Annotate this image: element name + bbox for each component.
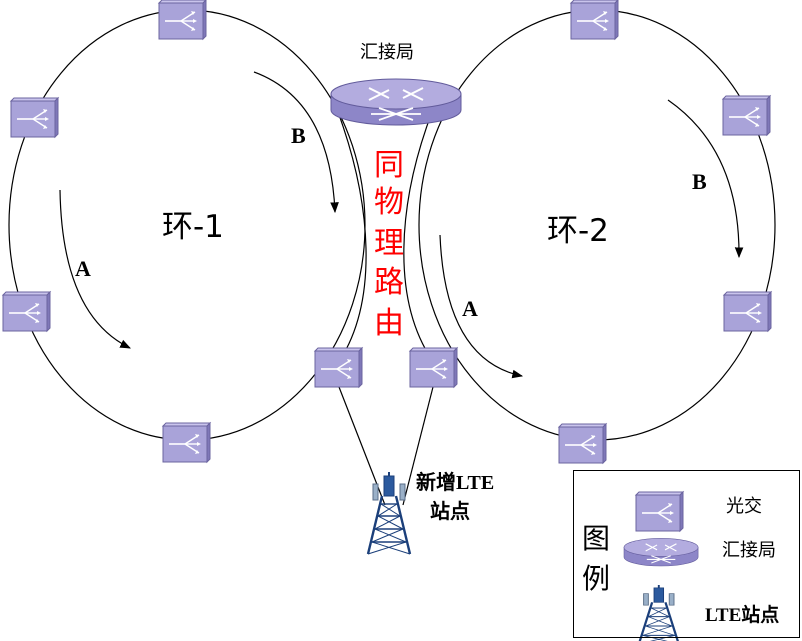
tower-link-right — [402, 386, 434, 506]
path-B-label-ring2: B — [692, 169, 707, 194]
optical-switch-icon — [723, 291, 772, 332]
route-line-right — [403, 111, 433, 361]
arrow-A-ring2 — [439, 234, 524, 379]
same-route-char: 路 — [374, 265, 404, 300]
optical-switch-icon — [409, 347, 458, 388]
lte-tower-icon — [366, 470, 412, 556]
optical-switch-icon — [722, 95, 771, 136]
optical-switch-icon — [2, 291, 51, 332]
arrow-A-ring1 — [59, 189, 131, 349]
path-A-label-ring2: A — [462, 296, 478, 321]
hub-label: 汇接局 — [360, 42, 414, 63]
arrow-B-ring1 — [253, 71, 339, 214]
optical-switch-icon — [314, 347, 363, 388]
ring-1-label: 环-1 — [162, 209, 224, 245]
same-route-char: 由 — [374, 306, 404, 341]
same-route-char: 理 — [374, 226, 404, 261]
site-label-line1: 新增LTE — [416, 472, 495, 494]
legend-hub-label: 汇接局 — [722, 540, 776, 561]
legend-title-char: 图 — [582, 522, 611, 555]
arrow-B-ring2 — [667, 99, 744, 259]
optical-switch-icon — [162, 422, 211, 463]
legend-switch-label: 光交 — [726, 496, 762, 517]
hub-router-icon — [330, 78, 462, 126]
optical-switch-icon — [558, 423, 607, 464]
legend-box — [573, 470, 800, 638]
same-route-char: 物 — [374, 185, 404, 220]
site-label-line2: 站点 — [430, 501, 470, 523]
ring-2-label: 环-2 — [547, 213, 609, 249]
optical-switch-icon — [158, 0, 207, 40]
path-A-label-ring1: A — [75, 256, 91, 281]
route-line-left — [337, 111, 367, 361]
optical-switch-icon — [10, 97, 59, 138]
legend-site-label: LTE站点 — [705, 605, 780, 626]
optical-switch-icon — [570, 0, 619, 40]
same-route-char: 同 — [374, 148, 404, 183]
legend-title-char: 例 — [582, 562, 611, 595]
path-B-label-ring1: B — [291, 123, 306, 148]
